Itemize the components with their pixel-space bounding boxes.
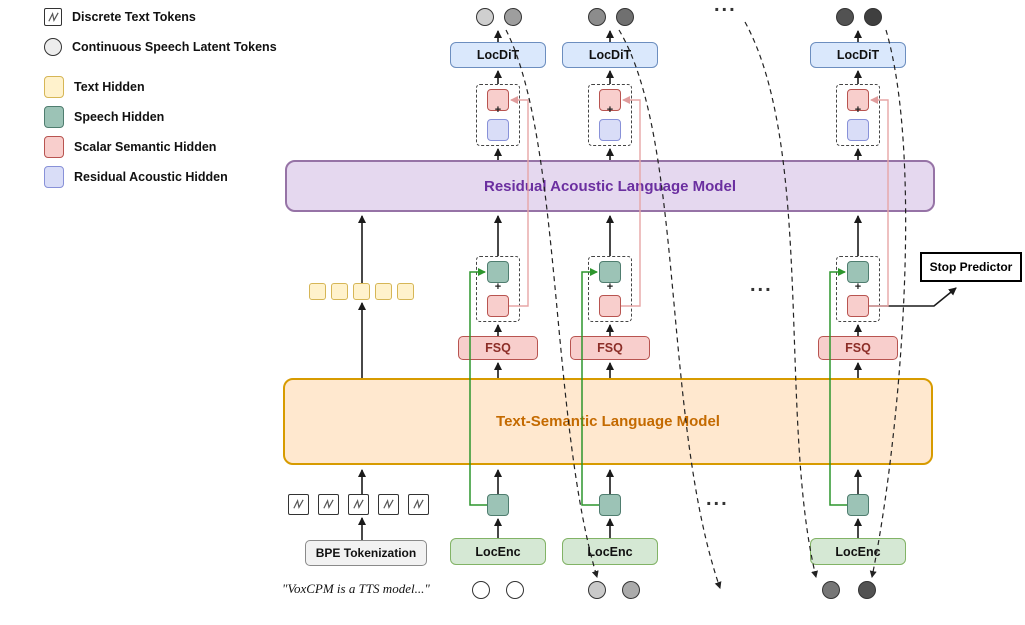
legend-item-discrete-text-tokens: Discrete Text Tokens [44, 8, 196, 26]
scalar-semantic-hidden-box [847, 295, 869, 317]
input-latent-circle [506, 581, 524, 599]
output-latent-circle [616, 8, 634, 26]
text-hidden-token [353, 283, 370, 300]
residual-acoustic-hidden-box [487, 119, 509, 141]
speech-hidden-box [487, 494, 509, 516]
legend-label: Text Hidden [74, 80, 145, 94]
plus-sign: + [494, 281, 502, 293]
legend-item-speech-hidden: Speech Hidden [44, 106, 164, 128]
legend-item-text-hidden: Text Hidden [44, 76, 145, 98]
discrete-text-token [288, 494, 309, 515]
scalar-semantic-hidden-box [599, 295, 621, 317]
ellipsis-bottom: ... [706, 488, 729, 510]
plus-sign: + [606, 104, 614, 116]
speech-hidden-box [847, 494, 869, 516]
output-latent-circle [476, 8, 494, 26]
input-text-prompt: "VoxCPM is a TTS model..." [282, 581, 430, 596]
output-latent-circle [864, 8, 882, 26]
input-latent-circle [822, 581, 840, 599]
fsq-block: FSQ [570, 336, 650, 360]
text-hidden-token [375, 283, 392, 300]
discrete-token-icon [44, 8, 62, 26]
locenc-block: LocEnc [562, 538, 658, 565]
ellipsis-middle: ... [750, 274, 773, 296]
text-hidden-token [331, 283, 348, 300]
scalar-semantic-hidden-box [487, 295, 509, 317]
plus-sign: + [854, 104, 862, 116]
input-latent-circle [472, 581, 490, 599]
discrete-text-token [318, 494, 339, 515]
locdit-block: LocDiT [810, 42, 906, 68]
legend-label: Scalar Semantic Hidden [74, 140, 217, 154]
legend-label: Continuous Speech Latent Tokens [72, 40, 277, 54]
legend-item-scalar-semantic-hidden: Scalar Semantic Hidden [44, 136, 216, 158]
text-hidden-token [309, 283, 326, 300]
legend-label: Discrete Text Tokens [72, 10, 196, 24]
legend-item-continuous-speech-latent-tokens: Continuous Speech Latent Tokens [44, 38, 277, 56]
plus-sign: + [606, 281, 614, 293]
residual-acoustic-hidden-box [599, 119, 621, 141]
legend-label: Speech Hidden [74, 110, 165, 124]
output-latent-circle [588, 8, 606, 26]
residual-acoustic-language-model: Residual Acoustic Language Model [285, 160, 935, 212]
plus-sign: + [854, 281, 862, 293]
stop-predictor-arrow [869, 287, 957, 307]
input-latent-circle [622, 581, 640, 599]
speech-hidden-box [487, 261, 509, 283]
locdit-block: LocDiT [562, 42, 658, 68]
scalar-semantic-hidden-swatch [44, 136, 64, 158]
output-latent-circle [836, 8, 854, 26]
output-latent-circle [504, 8, 522, 26]
residual-acoustic-hidden-swatch [44, 166, 64, 188]
locenc-block: LocEnc [450, 538, 546, 565]
speech-hidden-box [599, 261, 621, 283]
locenc-block: LocEnc [810, 538, 906, 565]
plus-sign: + [494, 104, 502, 116]
scalar-semantic-hidden-box [847, 89, 869, 111]
bpe-tokenization-block: BPE Tokenization [305, 540, 427, 566]
speech-latent-token-icon [44, 38, 62, 56]
stop-predictor-block: Stop Predictor [920, 252, 1022, 282]
locdit-block: LocDiT [450, 42, 546, 68]
discrete-text-token [348, 494, 369, 515]
fsq-block: FSQ [458, 336, 538, 360]
input-latent-circle [588, 581, 606, 599]
text-hidden-swatch [44, 76, 64, 98]
residual-acoustic-hidden-box [847, 119, 869, 141]
discrete-text-token [408, 494, 429, 515]
legend-label: Residual Acoustic Hidden [74, 170, 228, 184]
speech-hidden-box [847, 261, 869, 283]
text-hidden-token [397, 283, 414, 300]
ellipsis-top: ... [714, 0, 737, 16]
text-semantic-language-model: Text-Semantic Language Model [283, 378, 933, 465]
discrete-text-token [378, 494, 399, 515]
speech-hidden-swatch [44, 106, 64, 128]
fsq-block: FSQ [818, 336, 898, 360]
legend-item-residual-acoustic-hidden: Residual Acoustic Hidden [44, 166, 228, 188]
input-latent-circle [858, 581, 876, 599]
speech-hidden-box [599, 494, 621, 516]
